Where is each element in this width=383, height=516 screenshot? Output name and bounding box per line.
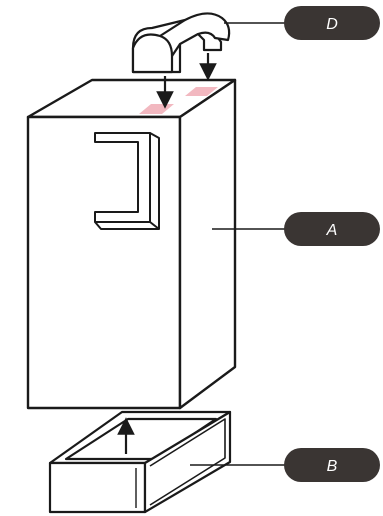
label-d-text: D	[326, 16, 338, 33]
box-a-front-face	[26, 115, 182, 410]
drawer-b-side	[143, 410, 232, 514]
box-a-side-face	[178, 78, 237, 410]
label-a: A	[284, 212, 380, 246]
label-a-text: A	[326, 222, 338, 239]
leader-lines	[190, 22, 292, 466]
drawer-b-cavity	[64, 417, 218, 461]
label-d: D	[284, 6, 380, 40]
front-recess-handle	[94, 132, 160, 230]
label-b-text: B	[327, 458, 338, 475]
label-b: B	[284, 448, 380, 482]
top-slot-back	[185, 87, 218, 96]
drawer-b-front	[48, 461, 147, 514]
box-a	[26, 78, 237, 410]
drawer-b	[48, 410, 232, 514]
assembly-arrows	[117, 53, 217, 454]
handle-d	[131, 12, 231, 74]
